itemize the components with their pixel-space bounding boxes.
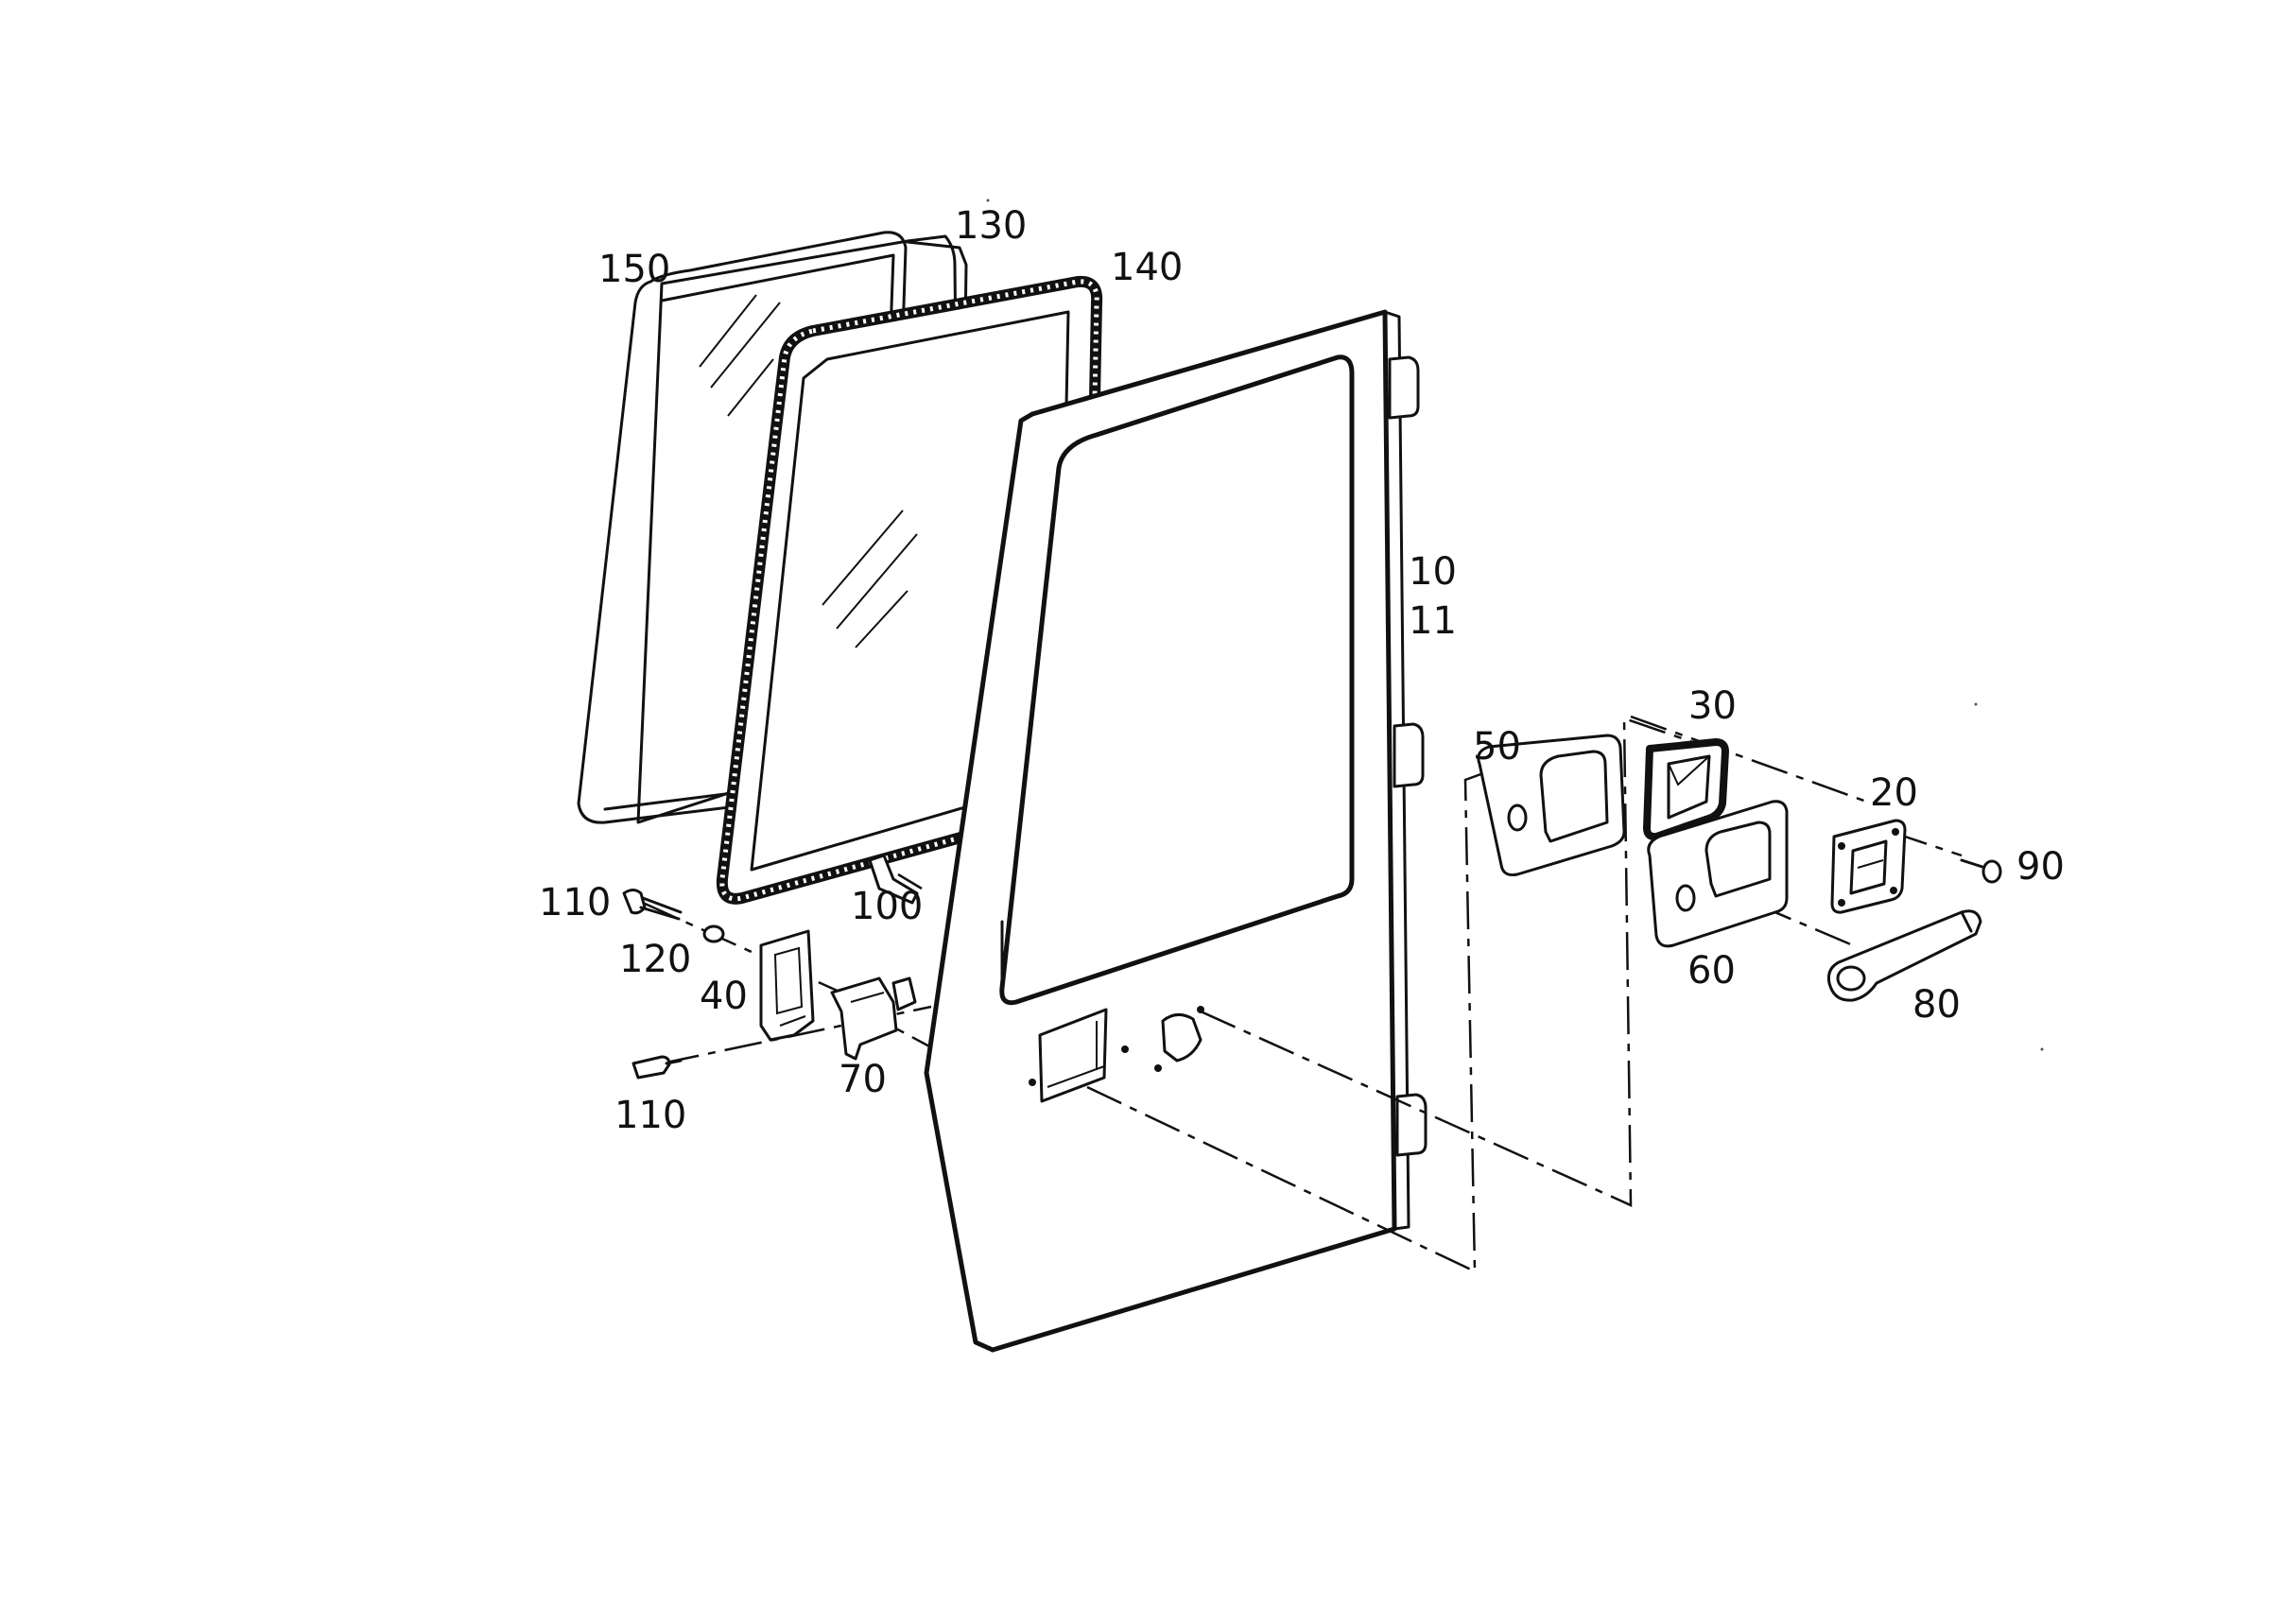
label-120: 120: [619, 938, 691, 981]
washer-120: [702, 924, 725, 943]
latch-70: [830, 976, 917, 1061]
label-110-lower: 110: [614, 1094, 686, 1137]
label-11: 11: [1409, 599, 1457, 643]
label-50: 50: [1473, 725, 1521, 769]
label-100: 100: [851, 885, 923, 928]
label-150: 150: [598, 248, 670, 291]
label-130: 130: [955, 204, 1027, 248]
door-panel-10: [924, 309, 1428, 1353]
label-60: 60: [1687, 949, 1736, 993]
label-80: 80: [1912, 983, 1961, 1027]
part-labels: 150 130 140 10 11 30 50 20 90 60 80 110 …: [539, 204, 2065, 1137]
handle-80: [1827, 909, 1982, 1002]
label-30: 30: [1688, 684, 1737, 728]
label-90: 90: [2016, 845, 2065, 889]
scan-speck: [986, 199, 990, 202]
bolt-110-lower: [632, 1055, 683, 1080]
label-40: 40: [700, 975, 748, 1018]
pin-100: [868, 854, 919, 905]
label-20: 20: [1870, 771, 1918, 815]
striker-40: [759, 929, 815, 1042]
bolt-110-upper: [622, 889, 683, 921]
escutcheon-60: [1647, 800, 1789, 948]
screw-90: [1960, 858, 2002, 884]
label-10: 10: [1409, 550, 1457, 594]
cover-plate-20: [1830, 819, 1907, 914]
label-140: 140: [1111, 246, 1183, 289]
label-110-upper: 110: [539, 881, 611, 924]
scan-speck: [2040, 1047, 2044, 1051]
label-70: 70: [839, 1058, 887, 1101]
escutcheon-50: [1477, 734, 1626, 876]
scan-speck: [1974, 702, 1978, 706]
gasket-30: [1643, 738, 1729, 841]
